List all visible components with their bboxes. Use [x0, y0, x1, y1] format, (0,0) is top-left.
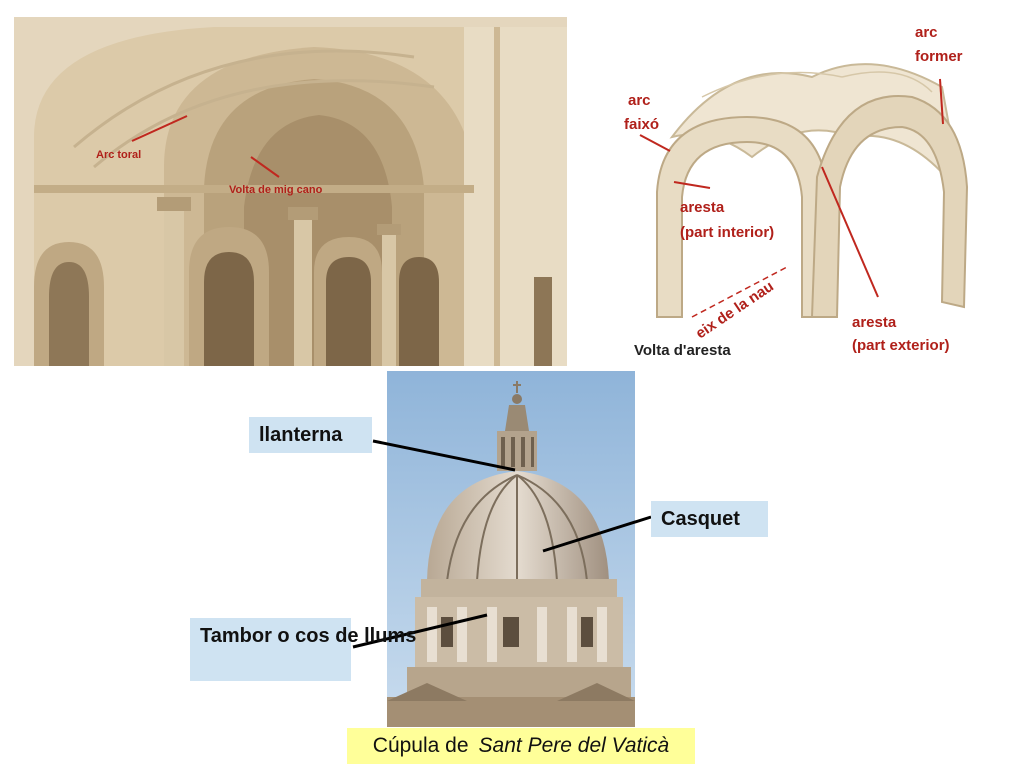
barrel-vault-illustration: Arc toral Volta de mig cano	[14, 17, 567, 366]
casquet-callout: Casquet	[651, 501, 768, 537]
groin-vault-title: Volta d'aresta	[634, 342, 731, 359]
groin-vault-drawing: arc former arc faixó aresta (part interi…	[612, 17, 984, 365]
arc-former-label-2: former	[915, 48, 963, 65]
tambor-label: Tambor o cos de llums	[200, 625, 417, 647]
arc-faixo-label-1: arc	[628, 92, 651, 109]
groin-vault-diagram: arc former arc faixó aresta (part interi…	[612, 17, 984, 365]
llanterna-callout: llanterna	[249, 417, 372, 453]
volta-mig-cano-label: Volta de mig cano	[229, 184, 323, 196]
aresta-interior-label-1: aresta	[680, 199, 725, 216]
arc-former-label-1: arc	[915, 24, 938, 41]
dome-drawing	[387, 371, 635, 727]
caption-prefix: Cúpula de	[372, 734, 469, 757]
aresta-exterior-label-1: aresta	[852, 314, 897, 331]
aresta-interior-label-2: (part interior)	[680, 224, 774, 241]
llanterna-label: llanterna	[259, 424, 343, 446]
barrel-vault-drawing: Arc toral Volta de mig cano	[14, 17, 567, 366]
caption-name: Sant Pere del Vaticà	[478, 734, 670, 757]
casquet-label: Casquet	[661, 508, 740, 530]
dome-photo	[387, 371, 635, 727]
tambor-callout: Tambor o cos de llums	[190, 618, 416, 681]
arc-faixo-label-2: faixó	[624, 116, 659, 133]
aresta-exterior-label-2: (part exterior)	[852, 337, 950, 354]
arc-toral-label: Arc toral	[96, 149, 141, 161]
dome-caption: Cúpula de Sant Pere del Vaticà	[347, 728, 695, 764]
